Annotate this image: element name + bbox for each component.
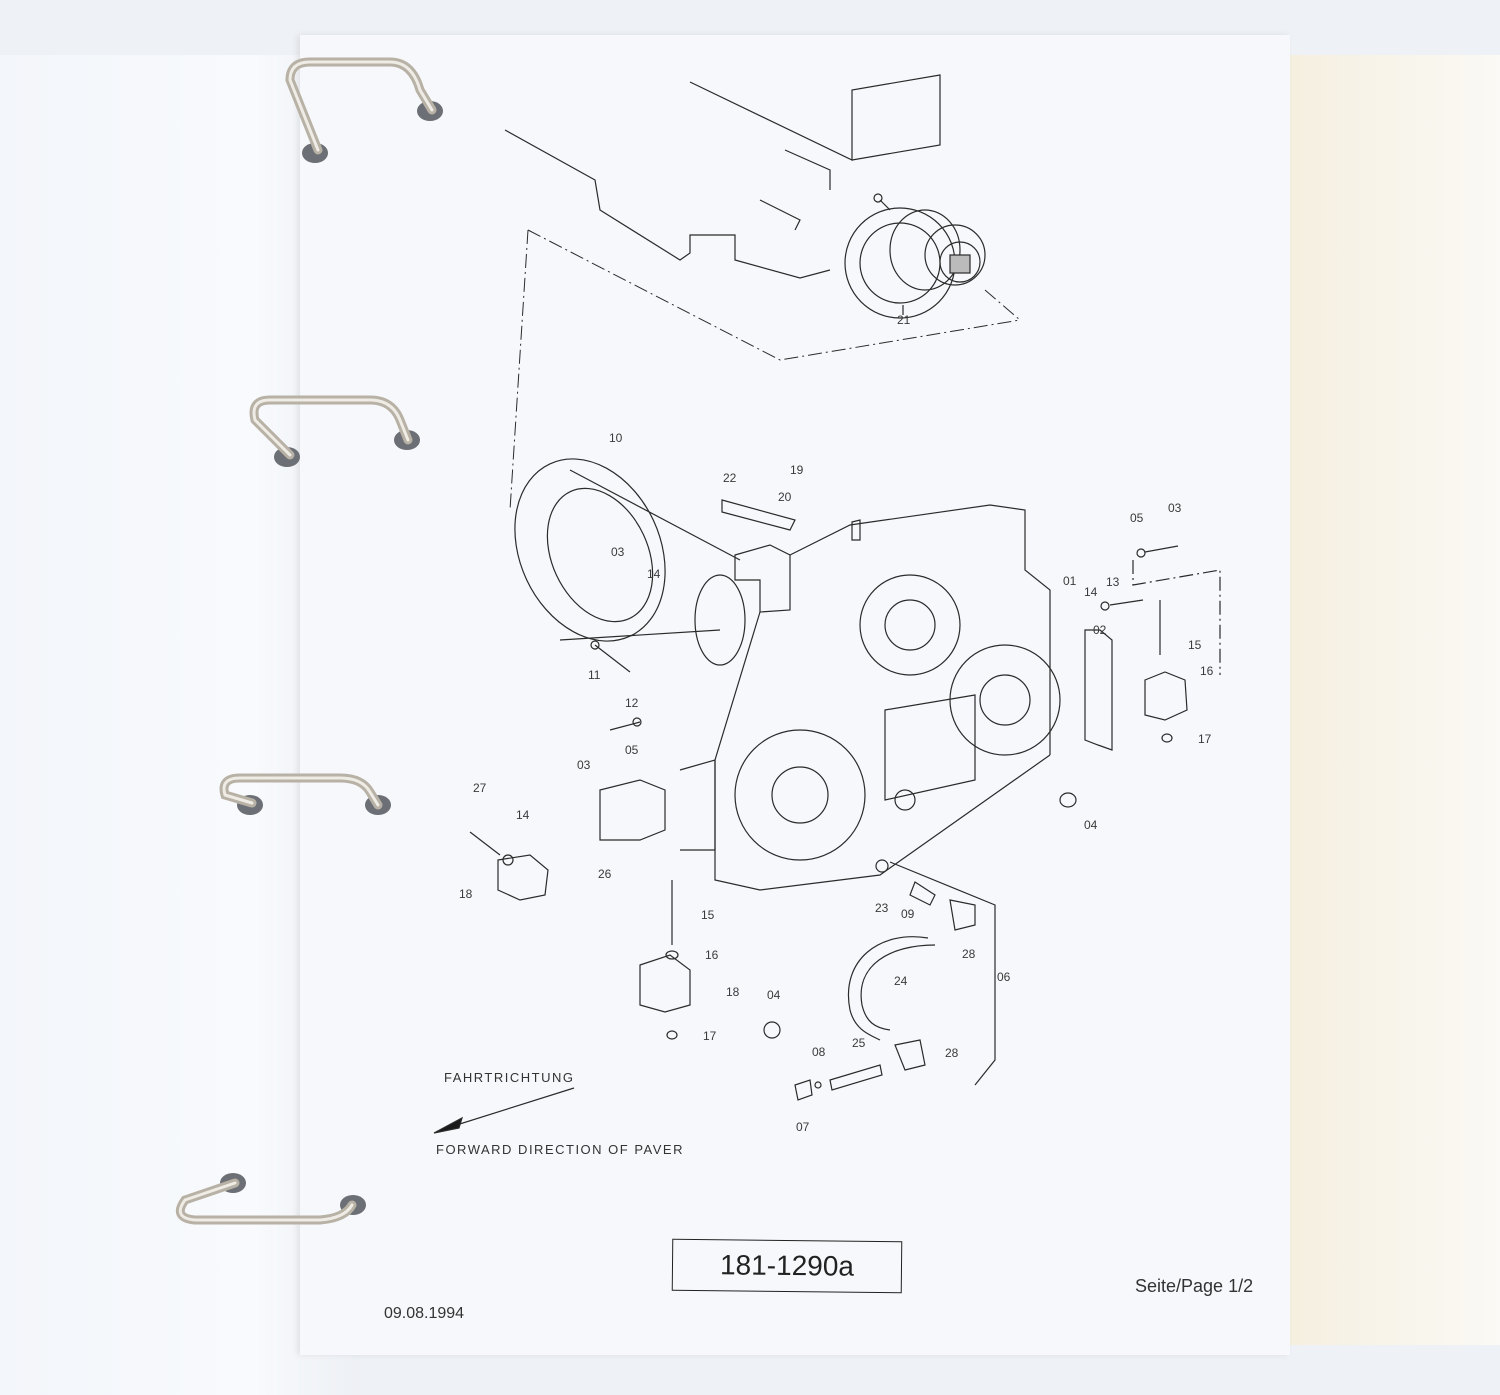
binder-ring-4 — [175, 1173, 366, 1225]
hydraulic-hose-drawing — [794, 859, 996, 1101]
svg-text:18: 18 — [459, 887, 473, 901]
svg-text:04: 04 — [1084, 818, 1098, 832]
svg-text:08: 08 — [812, 1045, 826, 1059]
svg-text:21: 21 — [897, 313, 911, 327]
svg-text:25: 25 — [852, 1036, 866, 1050]
svg-text:15: 15 — [701, 908, 715, 922]
svg-text:02: 02 — [1093, 623, 1107, 637]
svg-text:09: 09 — [901, 907, 915, 921]
callout-labels: 21 10 22 19 20 03 14 11 12 03 05 01 05 0… — [459, 313, 1214, 1134]
svg-text:07: 07 — [796, 1120, 810, 1134]
svg-text:05: 05 — [625, 743, 639, 757]
svg-text:03: 03 — [611, 545, 625, 559]
binder-ring-3 — [219, 773, 391, 815]
binder-ring-2 — [249, 395, 420, 467]
left-mount-drawing — [469, 640, 781, 1040]
svg-text:03: 03 — [577, 758, 591, 772]
gearbox-drawing — [679, 504, 1061, 891]
drawing-number-box: 181-1290a — [671, 1238, 903, 1294]
svg-text:05: 05 — [1130, 511, 1144, 525]
document-date: 09.08.1994 — [384, 1305, 465, 1322]
svg-text:13: 13 — [1106, 575, 1120, 589]
svg-text:06: 06 — [997, 970, 1011, 984]
svg-text:20: 20 — [778, 490, 792, 504]
svg-text:22: 22 — [723, 471, 737, 485]
binder-ring-1 — [285, 57, 443, 163]
diagram-page — [300, 35, 1290, 1355]
svg-text:24: 24 — [894, 974, 908, 988]
phantom-lines — [509, 229, 1021, 511]
svg-text:18: 18 — [726, 985, 740, 999]
svg-text:19: 19 — [790, 463, 804, 477]
svg-text:01: 01 — [1063, 574, 1077, 588]
svg-text:15: 15 — [1188, 638, 1202, 652]
svg-text:16: 16 — [1200, 664, 1214, 678]
svg-text:28: 28 — [962, 947, 976, 961]
svg-text:14: 14 — [647, 567, 661, 581]
page-indicator: Seite/Page 1/2 — [1135, 1276, 1254, 1296]
svg-text:17: 17 — [703, 1029, 717, 1043]
direction-label-english: FORWARD DIRECTION OF PAVER — [436, 1142, 684, 1157]
direction-label-german: FAHRTRICHTUNG — [444, 1070, 575, 1085]
bell-housing-drawing — [514, 458, 796, 666]
svg-text:04: 04 — [767, 988, 781, 1002]
svg-text:14: 14 — [516, 808, 530, 822]
binder-back-cover — [1270, 55, 1500, 1345]
direction-arrow — [433, 1087, 575, 1134]
drawing-number: 181-1290a — [719, 1249, 855, 1282]
svg-text:03: 03 — [1168, 501, 1182, 515]
svg-text:23: 23 — [875, 901, 889, 915]
svg-text:17: 17 — [1198, 732, 1212, 746]
right-mount-drawing — [1059, 545, 1221, 808]
engine-block-drawing — [504, 74, 986, 319]
svg-text:28: 28 — [945, 1046, 959, 1060]
svg-text:12: 12 — [625, 696, 639, 710]
svg-text:26: 26 — [598, 867, 612, 881]
svg-text:11: 11 — [588, 668, 601, 682]
svg-text:16: 16 — [705, 948, 719, 962]
svg-text:14: 14 — [1084, 585, 1098, 599]
svg-text:27: 27 — [473, 781, 487, 795]
svg-text:10: 10 — [609, 431, 623, 445]
